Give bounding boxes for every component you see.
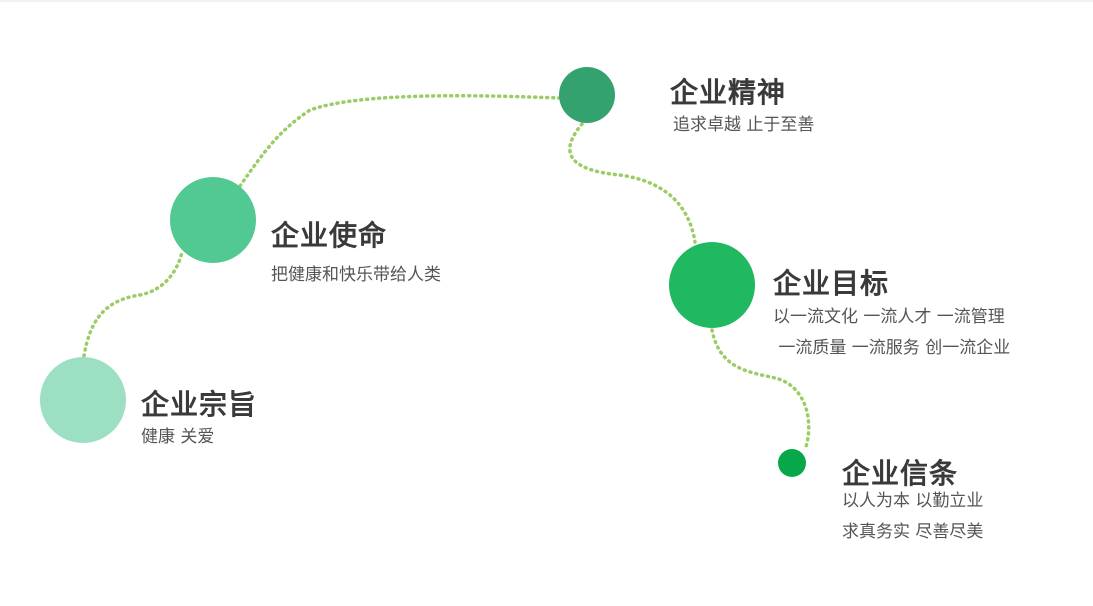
circle-xintiao [778,449,806,477]
connector-4-5 [710,328,811,452]
title-zongzhi: 企业宗旨 [141,388,258,421]
desc-jingshen: 追求卓越 止于至善 [673,115,815,135]
desc-shiming: 把健康和快乐带给人类 [271,265,441,285]
desc-mubiao-line2: 一流质量 一流服务 创一流企业 [773,338,1011,358]
desc-mubiao-line1: 以一流文化 一流人才 一流管理 [773,307,1005,327]
title-shiming: 企业使命 [271,219,388,252]
circle-shiming [170,177,256,263]
desc-xintiao-line1: 以人为本 以勤立业 [842,491,984,511]
top-border [0,0,1093,2]
desc-zongzhi: 健康 关爱 [141,427,215,447]
connector-3-4 [568,122,697,244]
circle-mubiao [669,242,755,328]
title-xintiao: 企业信条 [842,457,959,490]
connector-1-2 [82,250,184,358]
title-mubiao: 企业目标 [773,267,890,300]
circle-jingshen [559,67,615,123]
desc-xintiao-line2: 求真务实 尽善尽美 [842,522,984,542]
circle-zongzhi [40,357,126,443]
title-jingshen: 企业精神 [670,76,787,109]
connector-2-3 [238,93,561,188]
